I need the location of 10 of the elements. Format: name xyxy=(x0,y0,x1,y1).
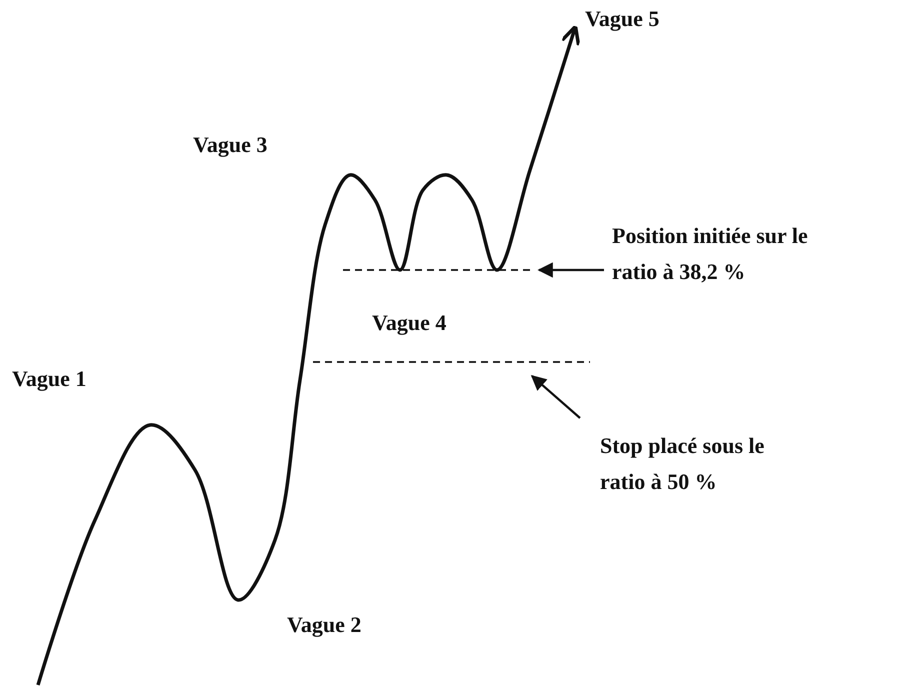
wave-label: Vague 5 xyxy=(585,5,660,33)
arrow xyxy=(537,262,604,278)
arrow xyxy=(530,374,581,419)
wave-label: Vague 2 xyxy=(287,611,362,639)
wave-label: Vague 4 xyxy=(372,309,446,337)
wave-label: Vague 1 xyxy=(12,365,86,393)
dashed-level-line xyxy=(313,360,590,364)
wave-label: Vague 3 xyxy=(193,131,268,159)
annotation-text: Stop placé sous le ratio à 50 % xyxy=(600,428,800,500)
annotation-text: Position initiée sur le ratio à 38,2 % xyxy=(612,218,817,290)
